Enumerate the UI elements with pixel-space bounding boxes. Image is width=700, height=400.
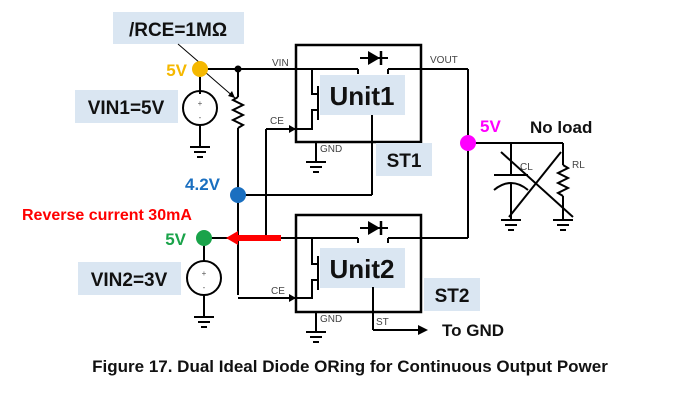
svg-text:+: + — [202, 269, 207, 278]
st2-label: ST2 — [435, 286, 470, 307]
vout-node — [460, 135, 476, 151]
ground-icon — [194, 316, 214, 328]
unit2-label: Unit2 — [330, 254, 395, 284]
st2-label-box — [424, 278, 480, 311]
pin-ce1: CE — [270, 116, 284, 127]
rce-label: /RCE=1MΩ — [129, 20, 227, 41]
vin2-node-voltage: 5V — [165, 230, 186, 249]
vin2-label: VIN2=3V — [91, 270, 168, 291]
ground-icon — [306, 331, 326, 343]
figure-caption: Figure 17. Dual Ideal Diode ORing for Co… — [92, 357, 608, 376]
vin1-node — [192, 61, 208, 77]
to-gnd-arrow-icon — [418, 325, 428, 335]
rce-arrowhead-icon — [228, 91, 235, 98]
vin1-node-voltage: 5V — [166, 61, 187, 80]
vin2-node — [196, 230, 212, 246]
unit2-box — [294, 213, 423, 314]
pin-rl: RL — [572, 160, 585, 171]
diode1-icon — [360, 51, 388, 65]
vin2-label-box — [78, 262, 181, 295]
diode2-icon — [360, 221, 388, 235]
mosfet2-icon — [296, 238, 319, 299]
rce-resistor-icon — [230, 96, 246, 129]
ground-icon — [306, 161, 326, 173]
unit1-box — [294, 43, 423, 144]
reverse-current-arrowhead-icon — [226, 231, 238, 245]
pin-st2: ST — [376, 317, 389, 328]
to-gnd-label: To GND — [442, 321, 504, 340]
pin-vin1: VIN — [272, 58, 289, 69]
unit1-label-box — [320, 75, 405, 115]
rl-resistor-icon — [555, 164, 571, 197]
pin-gnd2: GND — [320, 314, 342, 325]
cross-out-line — [508, 151, 562, 218]
st1-label: ST1 — [387, 151, 422, 172]
ground-icon — [190, 146, 210, 158]
pin-ce2: CE — [271, 286, 285, 297]
ce-node-voltage: 4.2V — [185, 175, 221, 194]
vin1-label: VIN1=5V — [88, 98, 165, 119]
mosfet1-icon — [296, 69, 319, 130]
vout-node-voltage: 5V — [480, 117, 501, 136]
rce-leader-line — [177, 43, 201, 64]
st1-label-box — [376, 143, 432, 176]
rce-label-box — [113, 12, 244, 44]
pin-vout1: VOUT — [430, 55, 458, 66]
ce2-arrow-icon — [289, 294, 296, 302]
unit1-label: Unit1 — [330, 81, 395, 111]
ground-icon — [553, 219, 573, 231]
ce1-arrow-icon — [289, 125, 296, 133]
svg-text:+: + — [198, 99, 203, 108]
svg-text:-: - — [203, 283, 206, 292]
no-load-label: No load — [530, 118, 592, 137]
ground-icon — [501, 219, 521, 231]
pin-gnd1: GND — [320, 144, 342, 155]
reverse-current-label: Reverse current 30mA — [22, 207, 192, 224]
cross-out-line — [500, 151, 574, 218]
unit2-label-box — [320, 248, 405, 288]
pin-cl: CL — [520, 162, 533, 173]
svg-text:-: - — [199, 113, 202, 122]
ce-node — [230, 187, 246, 203]
vin1-label-box — [75, 90, 178, 123]
